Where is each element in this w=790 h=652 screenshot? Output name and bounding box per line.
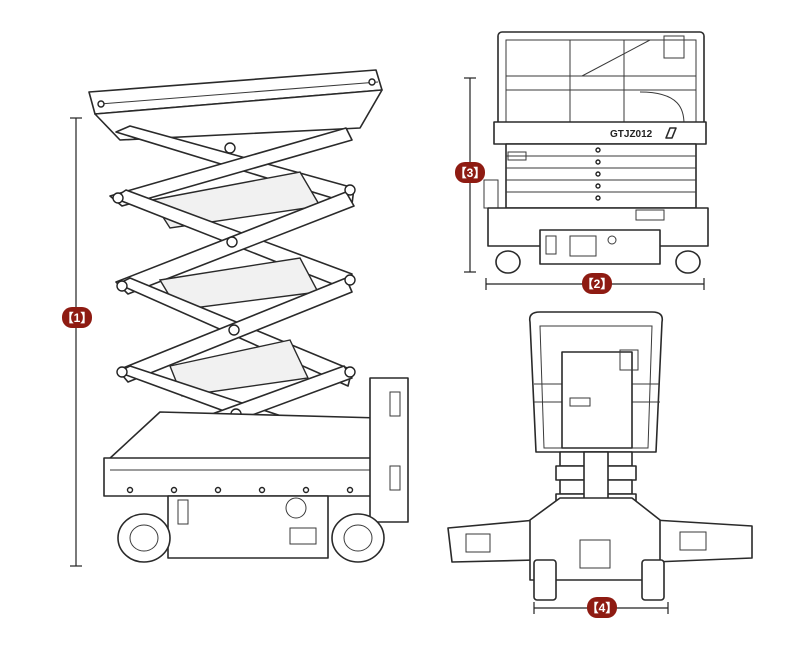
dimension-badge-3: 【3】 [455, 162, 486, 183]
dimension-label-3: 【3】 [455, 165, 486, 180]
brand-logo-icon [665, 127, 677, 139]
front-guardrail [528, 311, 664, 453]
rear-chassis [487, 207, 709, 274]
dimension-label-2: 【2】 [582, 276, 613, 291]
dimension-line-1 [70, 117, 82, 567]
dimension-badge-1: 【1】 [62, 307, 93, 328]
model-label: GTJZ012 [610, 129, 653, 140]
side-chassis [103, 377, 409, 563]
dimension-label-4: 【4】 [587, 600, 618, 615]
rear-view: GTJZ012 [464, 31, 709, 290]
dimension-badge-2: 【2】 [582, 273, 613, 294]
dimension-label-1: 【1】 [62, 310, 93, 325]
side-scissor-arms [109, 125, 361, 459]
rear-scissor-stack [483, 143, 697, 209]
side-view [70, 69, 409, 567]
front-view [447, 311, 753, 614]
side-platform [88, 69, 383, 141]
front-chassis [447, 497, 753, 601]
rear-guardrail [497, 31, 705, 129]
dimension-badge-4: 【4】 [587, 597, 618, 618]
